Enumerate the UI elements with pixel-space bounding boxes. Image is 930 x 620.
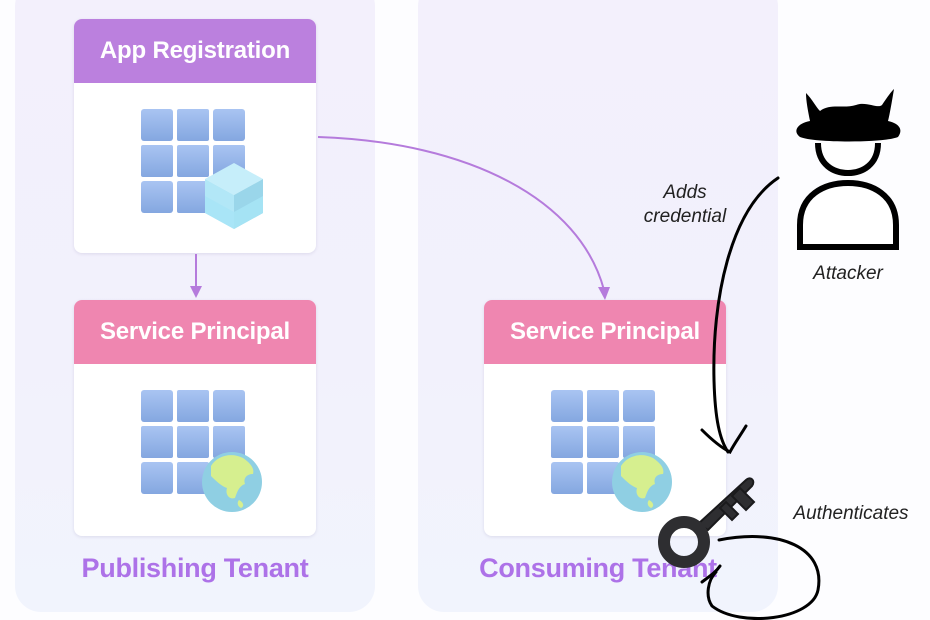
app-grid-globe-icon [141,390,262,512]
publishing-tenant-label: Publishing Tenant [81,553,309,583]
service-principal-publishing-title: Service Principal [74,300,316,364]
service-principal-consuming-card: Service Principal [484,300,726,536]
key-icon [658,477,756,568]
authenticates-label: Authenticates [793,503,909,524]
service-principal-consuming-title: Service Principal [484,300,726,364]
attacker-label: Attacker [813,263,883,284]
adds-credential-label: Adds credential [643,182,727,227]
app-registration-title: App Registration [74,19,316,83]
app-registration-card: App Registration [74,19,316,253]
app-grid-cube-icon [141,109,263,229]
attacker-icon [796,89,901,250]
service-principal-publishing-card: Service Principal [74,300,316,536]
app-grid-globe-icon [551,390,672,512]
